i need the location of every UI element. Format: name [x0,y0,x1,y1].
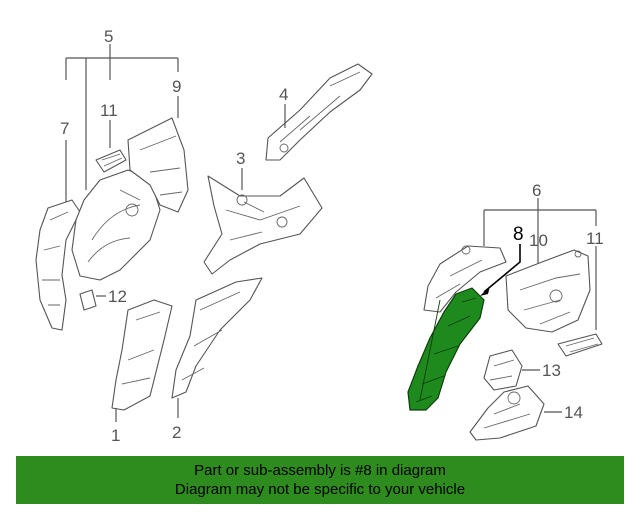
part-9-inner-panel[interactable] [127,117,189,213]
callout-11-left[interactable]: 11 [100,101,118,120]
callout-13[interactable]: 13 [542,361,561,380]
callout-9[interactable]: 9 [172,77,181,96]
parts-diagram: 1 2 3 4 5 6 7 8 9 10 11 11 12 13 14 [35,27,604,445]
callout-12[interactable]: 12 [108,287,127,306]
leader-8 [480,244,521,296]
callout-8[interactable]: 8 [513,224,524,245]
part-11-left-bracket[interactable] [95,149,127,173]
leader-group-5 [65,44,179,205]
banner-line-disclaimer: Diagram may not be specific to your vehi… [174,481,466,498]
part-7-pillar[interactable] [35,199,81,331]
callout-4[interactable]: 4 [279,85,288,104]
info-banner: Part or sub-assembly is #8 in diagram Di… [16,456,624,504]
banner-line-part: Part or sub-assembly is #8 in diagram [194,462,446,479]
callout-11-right[interactable]: 11 [586,229,604,248]
part-2-lower-pillar[interactable] [171,277,263,418]
callout-6[interactable]: 6 [532,181,541,200]
callout-10[interactable]: 10 [529,231,548,250]
part-8-highlighted[interactable] [407,287,485,411]
callout-3[interactable]: 3 [236,149,245,168]
part-1-lower-pillar[interactable] [111,299,173,422]
part-14-mount[interactable] [469,385,562,441]
leader-group-6 [483,198,597,330]
callout-7[interactable]: 7 [60,119,69,138]
part-3-crossmember[interactable] [203,168,323,275]
callout-5[interactable]: 5 [104,27,113,46]
part-6-outer-arch[interactable] [423,245,507,313]
part-4-upper-rail[interactable] [265,63,373,161]
part-10-inner-wheelhouse[interactable] [505,249,591,333]
callout-2[interactable]: 2 [172,423,181,442]
part-13-bracket[interactable] [483,349,540,391]
callout-14[interactable]: 14 [564,403,583,422]
part-5-wheelhouse[interactable] [71,169,161,281]
callout-1[interactable]: 1 [111,426,120,445]
part-12-clip[interactable] [79,289,106,311]
part-11-right-bracket[interactable] [557,333,603,357]
